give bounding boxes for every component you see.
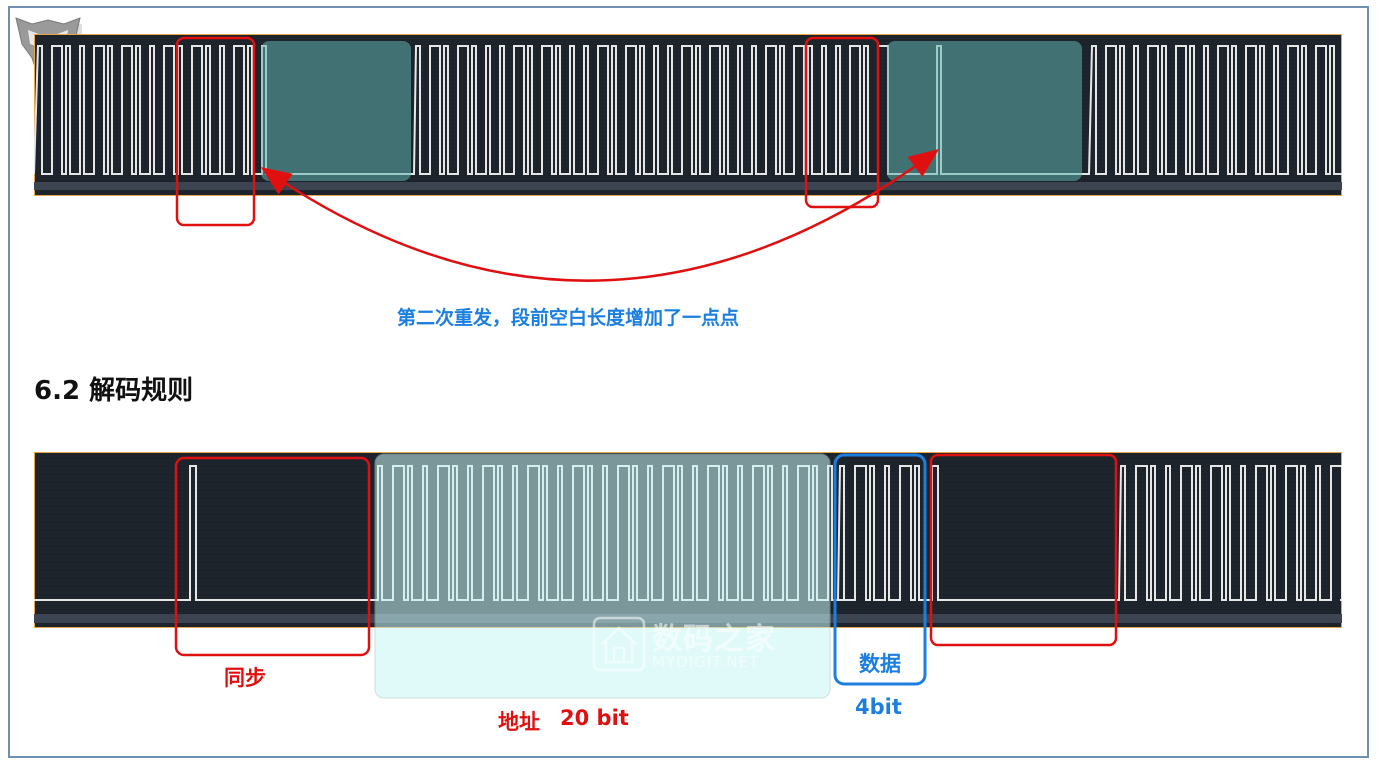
sync-bracket-top-1: [175, 36, 256, 227]
watermark-text-cn: 数码之家: [652, 622, 776, 657]
next-sync-bracket: [929, 453, 1118, 647]
gap-highlight-1: [261, 41, 411, 181]
address-highlight: [374, 453, 831, 699]
sync-label: 同步: [224, 666, 266, 690]
address-label: 地址: [498, 710, 540, 734]
data-label: 数据: [859, 652, 901, 676]
data-bits-label: 4bit: [855, 695, 902, 719]
gap-highlight-2: [887, 41, 1082, 181]
section-heading: 6.2 解码规则: [34, 376, 194, 406]
watermark-logo-icon: [592, 616, 646, 672]
sync-bracket-top-2: [804, 36, 880, 209]
pulse-train-top: [34, 45, 1342, 175]
sync-bracket-bottom: [174, 456, 371, 657]
data-bracket: [833, 453, 927, 686]
retransmit-caption: 第二次重发，段前空白长度增加了一点点: [397, 307, 740, 329]
retransmit-arrow: [260, 149, 940, 282]
address-bits-label: 20 bit: [560, 706, 629, 730]
watermark-text-en: MYDIGIT.NET: [652, 653, 760, 671]
waveform-top: [34, 34, 1342, 196]
